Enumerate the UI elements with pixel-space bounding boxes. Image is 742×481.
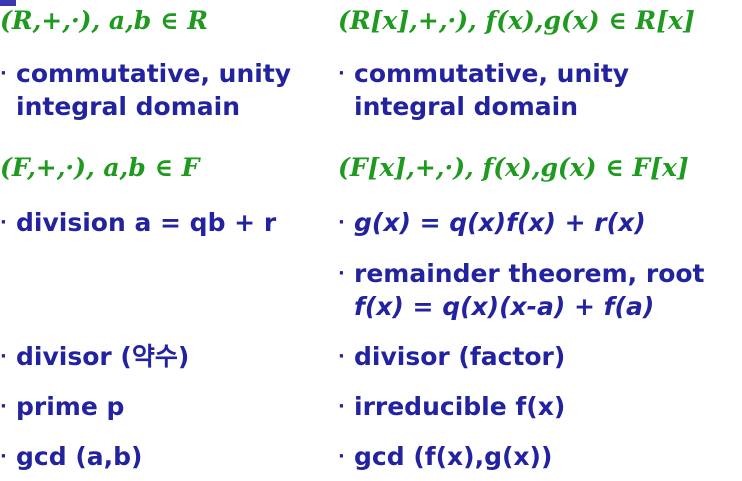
field-division-item: · division a = qb + r [0, 208, 276, 238]
polynomial-division-item: · g(x) = q(x)f(x) + r(x) [338, 208, 646, 238]
polynomial-divisor-item: · divisor (factor) [338, 342, 565, 372]
bullet-icon: · [338, 446, 345, 467]
irreducible-item: · irreducible f(x) [338, 392, 565, 422]
bullet-icon: · [0, 346, 7, 367]
bullet-icon: · [0, 63, 7, 84]
polynomial-gcd-item: · gcd (f(x),g(x)) [338, 442, 552, 472]
ring-header: (R,+,·), a,b ∈ R [0, 6, 208, 35]
bullet-icon: · [338, 396, 345, 417]
polynomial-divisor-text: divisor (factor) [354, 342, 566, 371]
polynomial-division-text: g(x) = q(x)f(x) + r(x) [354, 208, 646, 237]
bullet-icon: · [0, 212, 7, 233]
polynomial-ring-header: (R[x],+,·), f(x),g(x) ∈ R[x] [338, 6, 695, 35]
prime-text: prime p [16, 392, 125, 421]
remainder-theorem-line2: f(x) = q(x)(x-a) + f(a) [354, 292, 655, 321]
polynomial-ring-property-line2: integral domain [354, 92, 578, 121]
ring-property-item: · commutative, unity [0, 59, 291, 89]
polynomial-gcd-text: gcd (f(x),g(x)) [354, 442, 553, 471]
polynomial-ring-property-item: · commutative, unity [338, 59, 629, 89]
corner-decoration [0, 0, 16, 6]
remainder-theorem-item: · remainder theorem, root [338, 259, 705, 289]
prime-item: · prime p [0, 392, 124, 422]
bullet-icon: · [338, 212, 345, 233]
divisor-item: · divisor (약수) [0, 342, 189, 372]
polynomial-field-header: (F[x],+,·), f(x),g(x) ∈ F[x] [338, 153, 689, 182]
remainder-theorem-line1: remainder theorem, root [354, 259, 705, 288]
bullet-icon: · [0, 396, 7, 417]
ring-property-line2: integral domain [16, 92, 240, 121]
gcd-text: gcd (a,b) [16, 442, 143, 471]
divisor-text: divisor (약수) [16, 342, 190, 371]
irreducible-text: irreducible f(x) [354, 392, 566, 421]
field-division-text: division a = qb + r [16, 208, 277, 237]
bullet-icon: · [338, 346, 345, 367]
gcd-item: · gcd (a,b) [0, 442, 142, 472]
field-header: (F,+,·), a,b ∈ F [0, 153, 200, 182]
ring-property-line1: commutative, unity [16, 59, 292, 88]
bullet-icon: · [338, 263, 345, 284]
polynomial-ring-property-line1: commutative, unity [354, 59, 630, 88]
bullet-icon: · [0, 446, 7, 467]
bullet-icon: · [338, 63, 345, 84]
